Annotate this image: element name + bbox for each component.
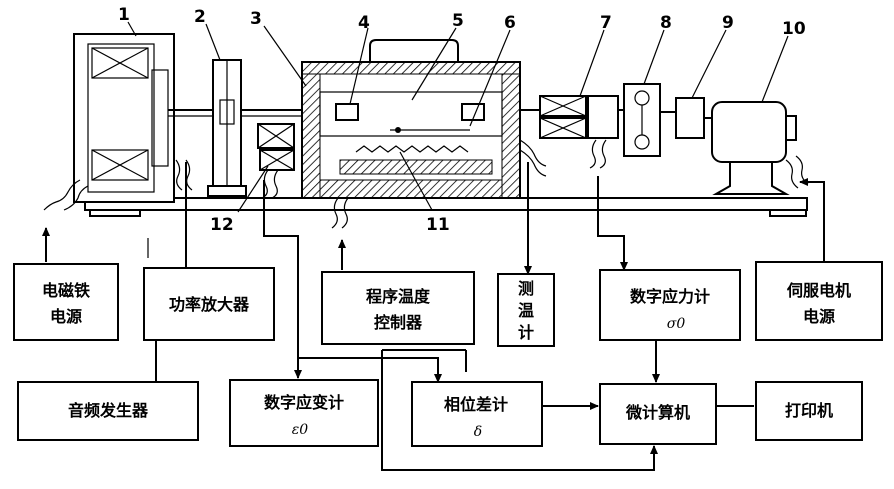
phase-meter-label: 相位差计 — [444, 395, 508, 414]
heating-element — [355, 145, 469, 153]
program-temp-controller-box: 程序温度 控制器 — [321, 271, 475, 345]
sensor-coils — [257, 123, 295, 171]
part-number-3: 3 — [250, 9, 262, 29]
power-amplifier-label: 功率放大器 — [169, 295, 250, 314]
program-temp-controller-label-2: 控制器 — [374, 313, 423, 332]
part-number-5: 5 — [452, 11, 464, 31]
audio-generator-label: 音频发生器 — [68, 401, 149, 420]
thermometer-label-2: 温 — [517, 301, 534, 320]
coupling-coils — [539, 95, 619, 139]
microcomputer-label: 微计算机 — [625, 403, 690, 422]
base-foot-right — [769, 209, 807, 217]
part-number-12: 12 — [210, 215, 234, 235]
servo-motor-power-box: 伺服电机 电源 — [755, 261, 883, 341]
part-number-11: 11 — [426, 215, 450, 235]
torque-sensor — [675, 97, 705, 139]
linkage-frame — [623, 83, 676, 157]
digital-stress-meter-label: 数字应力计 — [630, 287, 710, 306]
digital-stress-meter-box: 数字应力计 σ0 — [599, 269, 741, 341]
part-number-1: 1 — [118, 5, 130, 25]
base-plate — [84, 197, 808, 211]
part-numbers: 1 2 3 4 5 6 7 8 9 10 11 12 — [118, 5, 806, 235]
digital-strain-meter-label: 数字应变计 — [264, 393, 344, 412]
printer-label: 打印机 — [785, 401, 833, 420]
vertical-column — [207, 59, 247, 197]
servo-motor-power-label-1: 伺服电机 — [786, 281, 851, 300]
power-amplifier-box: 功率放大器 — [143, 267, 275, 341]
electromagnet — [73, 33, 175, 203]
microcomputer-box: 微计算机 — [599, 383, 717, 445]
leader-lines — [127, 21, 789, 213]
thermocouple-tip — [395, 127, 401, 133]
base-foot-left — [89, 209, 141, 217]
thermometer-label-1: 测 — [518, 279, 534, 298]
connection-lines — [42, 162, 825, 471]
servo-motor-power-label-2: 电源 — [803, 307, 835, 326]
part-number-10: 10 — [782, 19, 806, 39]
digital-strain-meter-box: 数字应变计 ε0 — [229, 379, 379, 447]
phase-meter-box: 相位差计 δ — [411, 381, 543, 447]
stress-symbol: σ0 — [667, 316, 686, 332]
part-number-6: 6 — [504, 13, 516, 33]
servo-motor — [711, 101, 797, 195]
part-number-7: 7 — [600, 13, 612, 33]
sample-clamp — [335, 103, 359, 121]
thermometer-box: 测 温 计 — [497, 273, 555, 347]
electromagnet-power-label-1: 电磁铁 — [42, 281, 90, 300]
thermometer-label-3: 计 — [518, 323, 534, 342]
part-number-2: 2 — [194, 7, 206, 27]
phase-symbol: δ — [474, 424, 482, 440]
furnace — [301, 39, 521, 199]
part-number-9: 9 — [722, 13, 734, 33]
part-number-4: 4 — [358, 13, 370, 33]
electromagnet-power-label-2: 电源 — [50, 307, 82, 326]
audio-generator-box: 音频发生器 — [17, 381, 199, 441]
part-number-8: 8 — [660, 13, 672, 33]
printer-box: 打印机 — [755, 381, 863, 441]
strain-symbol: ε0 — [292, 422, 309, 438]
program-temp-controller-label-1: 程序温度 — [366, 287, 431, 306]
electromagnet-power-box: 电磁铁 电源 — [13, 263, 119, 341]
